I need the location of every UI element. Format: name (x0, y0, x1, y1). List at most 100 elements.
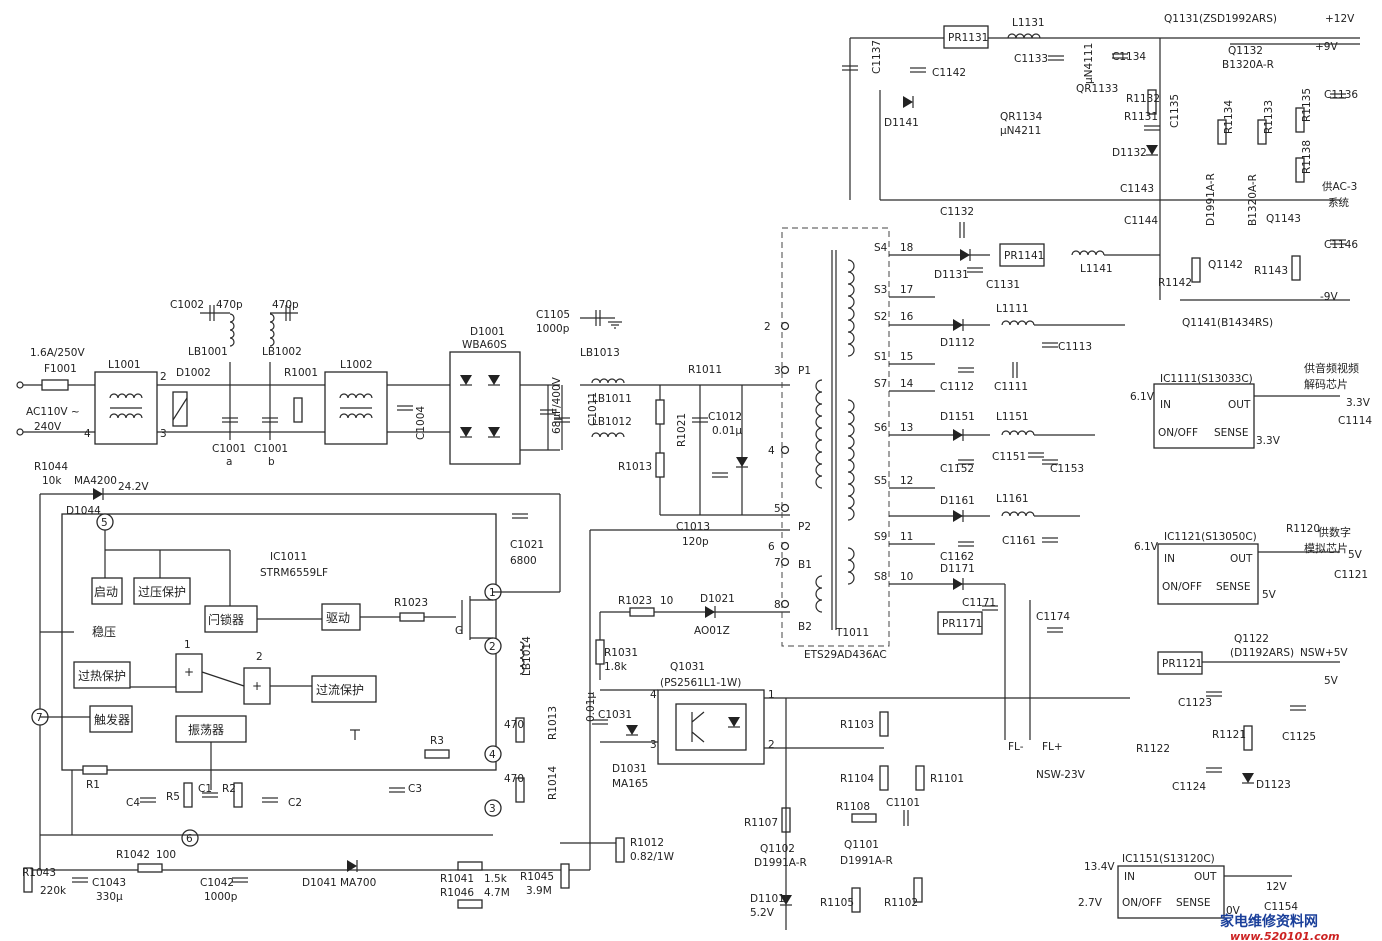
node-a: a (226, 456, 232, 468)
d1031-part: MA165 (612, 778, 648, 790)
ic1151-vgnd: 0V (1226, 905, 1241, 917)
comparator-1-label: 1 (184, 639, 191, 651)
c1011-label: C1011 (587, 392, 599, 426)
c1042-label: C1042 (200, 877, 234, 889)
r1011-label: R1011 (688, 364, 722, 376)
r1013-value: 470 (504, 719, 524, 731)
t-s3: S3 (874, 284, 887, 296)
q1101-label: Q1101 (844, 839, 879, 851)
block-latch (204, 605, 258, 633)
r1043-value: 220k (40, 885, 67, 897)
t-pin13: 13 (900, 422, 913, 434)
ic1151-vctl: 2.7V (1078, 897, 1103, 909)
c1174-label: C1174 (1036, 611, 1070, 623)
t-pin6: 6 (768, 541, 775, 553)
r1012-value: 0.82/1W (630, 851, 675, 863)
c1121-label: C1121 (1334, 569, 1368, 581)
q1031-label: Q1031 (670, 661, 705, 673)
r1103-label: R1103 (840, 719, 874, 731)
d1112-label: D1112 (940, 337, 975, 349)
ic1121-in: IN (1164, 553, 1175, 565)
c1012-value: 0.01μ (712, 425, 742, 437)
pr1131-label: PR1131 (948, 32, 988, 44)
c1004-label: C1004 (415, 406, 427, 440)
rail-24v: 24.2V (118, 481, 149, 493)
l1001-pin2: 2 (160, 371, 167, 383)
c1105-label: C1105 (536, 309, 570, 321)
ic1151-in: IN (1124, 871, 1135, 883)
gate-label: G (455, 625, 463, 637)
ic1011 (61, 513, 497, 771)
fl-minus: FL- (1008, 741, 1024, 753)
ic1121-out: OUT (1230, 553, 1253, 565)
r1102-label: R1102 (884, 897, 918, 909)
lb1001-label: LB1001 (188, 346, 228, 358)
bridge-d1001 (449, 351, 521, 465)
r1121-label: R1121 (1212, 729, 1246, 741)
ic1151-vin: 13.4V (1084, 861, 1115, 873)
q1131-label: Q1131(ZSD1992ARS) (1164, 13, 1277, 25)
block-drive-label: 驱动 (326, 611, 350, 625)
t-p1: P1 (798, 365, 811, 377)
t-pin11: 11 (900, 531, 913, 543)
ic1121 (1157, 543, 1259, 605)
lb1014-label: LB1014 (521, 636, 533, 676)
c1111-label: C1111 (994, 381, 1028, 393)
node-b: b (268, 456, 275, 468)
c1105-value: 1000p (536, 323, 570, 335)
d1031-label: D1031 (612, 763, 647, 775)
ac-input-voltage: 240V (34, 421, 62, 433)
block-trigger-label: 触发器 (94, 712, 130, 727)
r1045-value: 3.9M (526, 885, 552, 897)
d1132-label: D1132 (1112, 147, 1147, 159)
ac-input-label: AC110V ~ (26, 406, 80, 418)
t-p2: P2 (798, 521, 811, 533)
t-pin18: 18 (900, 242, 913, 254)
ic1151-out: OUT (1194, 871, 1217, 883)
t1011-part: ETS29AD436AC (804, 649, 887, 661)
rail-plus9: +9V (1315, 41, 1338, 53)
block-start (91, 577, 123, 605)
block-otp-label: 过热保护 (78, 669, 126, 683)
qr1134-label: QR1134 (1000, 111, 1043, 123)
pr1121-label: PR1121 (1162, 658, 1202, 670)
r1023b-value: 10 (660, 595, 673, 607)
fuse-f1001 (41, 379, 69, 391)
d1161-label: D1161 (940, 495, 975, 507)
c1125-label: C1125 (1282, 731, 1316, 743)
t1011-ref: T1011 (835, 627, 869, 639)
pr1131 (943, 25, 989, 49)
opto-pin3: 3 (650, 739, 657, 751)
c1153-label: C1153 (1050, 463, 1084, 475)
opto-pin2: 2 (768, 739, 775, 751)
q1143-label: Q1143 (1266, 213, 1301, 225)
lb1013-label: LB1013 (580, 347, 620, 359)
d1021-part: AO01Z (694, 625, 730, 637)
q1143-part: B1320A-R (1247, 174, 1259, 226)
watermark: 家电维修资料网 www.520101.com (1220, 913, 1340, 941)
r1014-label: R1014 (547, 766, 559, 800)
t-pin10: 10 (900, 571, 913, 583)
t-b2: B2 (798, 621, 812, 633)
q1101-part: D1991A-R (840, 855, 893, 867)
rail-5v-b: 5V (1324, 675, 1339, 687)
r1138-label: R1138 (1301, 140, 1313, 174)
block-ovp-label: 过压保护 (138, 585, 186, 599)
d1131-label: D1131 (934, 269, 969, 281)
r1045-label: R1045 (520, 871, 554, 883)
ic1121-ref: IC1121(S13050C) (1164, 531, 1257, 543)
secondary-section: C1132 D1131 C1131 PR1141 L1141 D1112 L11… (889, 206, 1160, 781)
block-drive (321, 603, 361, 631)
input-section: 1.6A/250V F1001 AC110V ~ 240V 4 L1001 2 … (16, 299, 790, 468)
d1001-part: WBA60S (462, 339, 507, 351)
t-pin3: 3 (774, 365, 781, 377)
pin6-marker (181, 829, 199, 847)
ic1151-ref: IC1151(S13120C) (1122, 853, 1215, 865)
pin6-label: 6 (186, 833, 193, 845)
r2-label: R2 (222, 783, 236, 795)
ic1111-vin: 6.1V (1130, 391, 1155, 403)
pin4-marker (484, 745, 502, 763)
r1044-value: 10k (42, 475, 62, 487)
ic1121-vin: 6.1V (1134, 541, 1159, 553)
d1041-part: MA700 (340, 877, 376, 889)
